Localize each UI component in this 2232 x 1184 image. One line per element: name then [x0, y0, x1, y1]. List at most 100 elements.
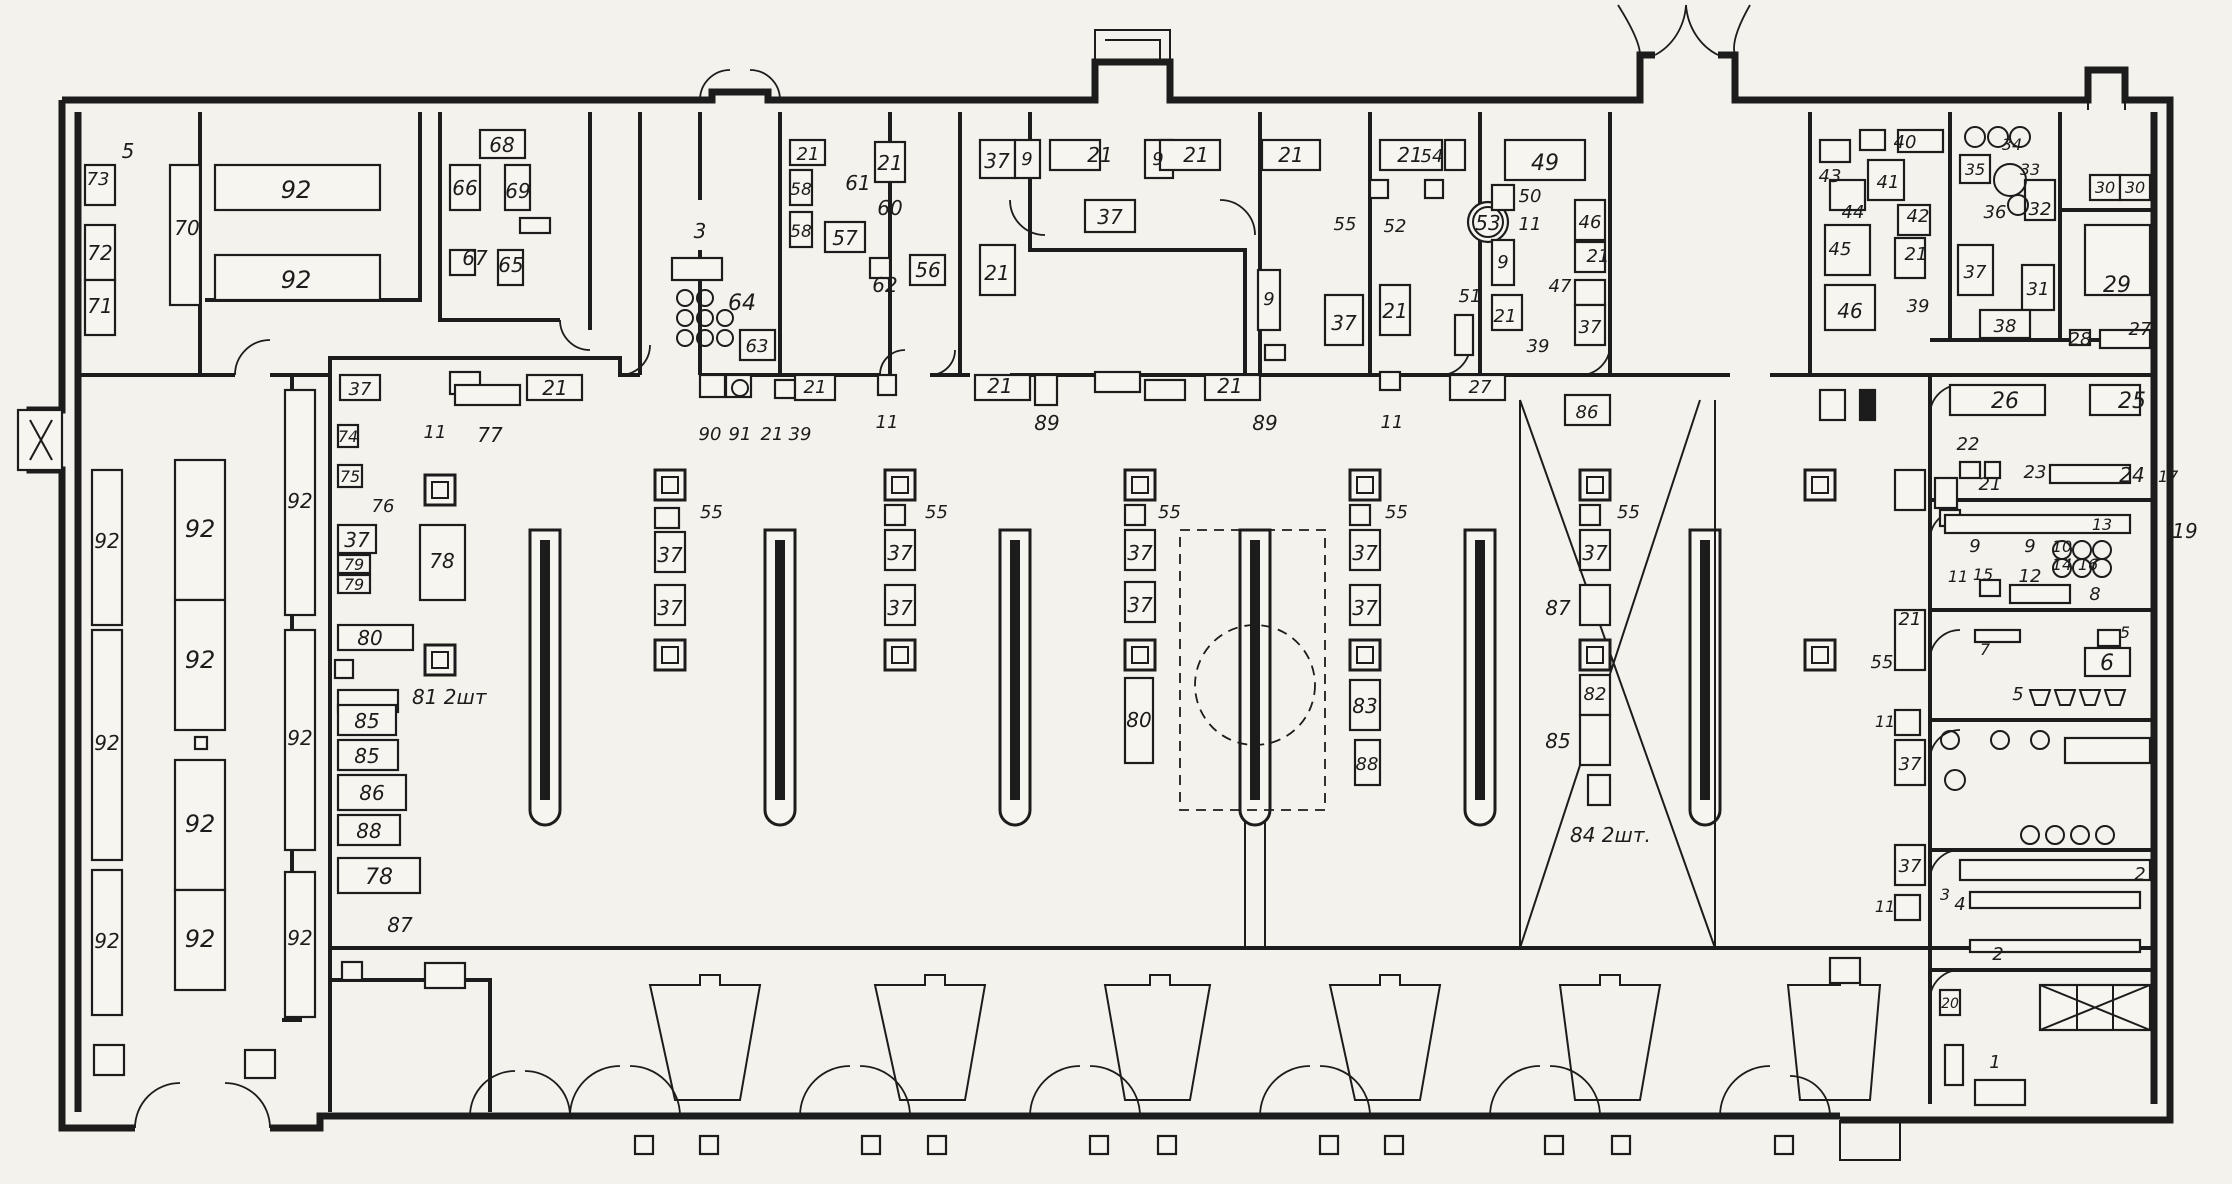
label: 9: [1263, 289, 1274, 310]
label: 37: [887, 541, 913, 565]
label: 70: [174, 216, 199, 240]
label: 55: [700, 502, 723, 523]
label: 32: [2029, 199, 2052, 220]
label: 2: [2134, 864, 2145, 885]
label: 4: [1954, 894, 1965, 915]
label: 75: [340, 467, 360, 486]
label: 84 2шт.: [1570, 823, 1651, 847]
label: 15: [1973, 565, 1993, 584]
label: 39: [1907, 296, 1930, 317]
label: 92: [185, 810, 216, 838]
label: 37: [1582, 541, 1608, 565]
label: 7: [1980, 640, 1991, 659]
label: 35: [1965, 160, 1985, 179]
post-base: [698, 1134, 720, 1156]
label: 60: [877, 196, 902, 220]
label: 21: [1979, 474, 2002, 495]
label: 21: [1494, 306, 1517, 327]
label: 92: [281, 176, 312, 204]
parts-bins: [676, 289, 734, 347]
label: 42: [1907, 206, 1930, 227]
label: 55: [1158, 502, 1181, 523]
label: 56: [915, 258, 940, 282]
label: 21: [1382, 299, 1407, 323]
label: 57: [832, 226, 858, 250]
label: 50: [1519, 186, 1542, 207]
label: 29: [2103, 273, 2131, 298]
label: 83: [1352, 694, 1377, 718]
label: 9: [1969, 536, 1980, 557]
label: 11: [1519, 214, 1542, 235]
label: 21: [984, 261, 1009, 285]
label: 76: [372, 496, 395, 517]
equipment: [83, 126, 2152, 1107]
label: 34: [2002, 135, 2022, 154]
label: 78: [365, 865, 393, 890]
label: 5: [2120, 623, 2130, 642]
label: 78: [429, 549, 454, 573]
label: 90: [699, 424, 722, 445]
label: 20: [1941, 996, 1959, 1012]
label: 77: [477, 423, 503, 447]
label: 21: [1217, 374, 1242, 398]
post-base: [1773, 1134, 1795, 1156]
label: 11: [424, 422, 447, 443]
label: 37: [349, 379, 372, 400]
label: 41: [1877, 172, 1900, 193]
turntable-circle: [1194, 624, 1316, 746]
post-base: [1156, 1134, 1178, 1156]
label: 82: [1584, 684, 1607, 705]
label: 55: [925, 502, 948, 523]
label: 92: [185, 646, 216, 674]
label: 9: [2024, 536, 2035, 557]
label: 88: [1356, 754, 1379, 775]
label: 31: [2027, 279, 2050, 300]
label: 87: [1545, 596, 1571, 620]
post-base: [633, 1134, 655, 1156]
label: 39: [789, 424, 812, 445]
label: 36: [1984, 202, 2007, 223]
label: 43: [1819, 166, 1842, 187]
label: 19: [2172, 519, 2197, 543]
label: 5: [122, 139, 135, 163]
label: 37: [1579, 317, 1602, 338]
label: 11: [876, 412, 899, 433]
label: 26: [1991, 389, 2019, 414]
label: 37: [1899, 856, 1922, 877]
label: 91: [729, 424, 752, 445]
post-base: [860, 1134, 882, 1156]
label: 49: [1531, 151, 1559, 176]
label: 40: [1894, 132, 1917, 153]
label: 92: [185, 515, 216, 543]
label: 25: [2118, 389, 2146, 414]
label: 11: [1875, 712, 1895, 731]
post-base: [1383, 1134, 1405, 1156]
label: 37: [1964, 262, 1987, 283]
label: 64: [728, 291, 756, 316]
label: 87: [387, 913, 413, 937]
label: 81 2шт: [412, 685, 488, 709]
post-base: [1318, 1134, 1340, 1156]
label: 3: [1940, 885, 1950, 904]
label: 23: [2024, 462, 2047, 483]
label: 52: [1384, 216, 1407, 237]
label: 44: [1842, 202, 1865, 223]
label: 21: [1278, 143, 1303, 167]
post-base: [1088, 1134, 1110, 1156]
inspection-pits: [528, 399, 1722, 949]
label: 80: [1126, 708, 1151, 732]
label: 21: [804, 377, 827, 398]
label: 27: [2129, 319, 2152, 340]
label: 92: [94, 731, 119, 755]
label: 21: [987, 374, 1012, 398]
label: 69: [505, 179, 530, 203]
post-base: [1543, 1134, 1565, 1156]
label: 37: [1127, 541, 1153, 565]
label: 72: [87, 241, 112, 265]
turntable-zone: [1179, 529, 1326, 811]
label: 67: [462, 246, 488, 270]
label: 21: [761, 424, 784, 445]
label: 30: [2095, 178, 2115, 197]
label: 92: [185, 925, 216, 953]
